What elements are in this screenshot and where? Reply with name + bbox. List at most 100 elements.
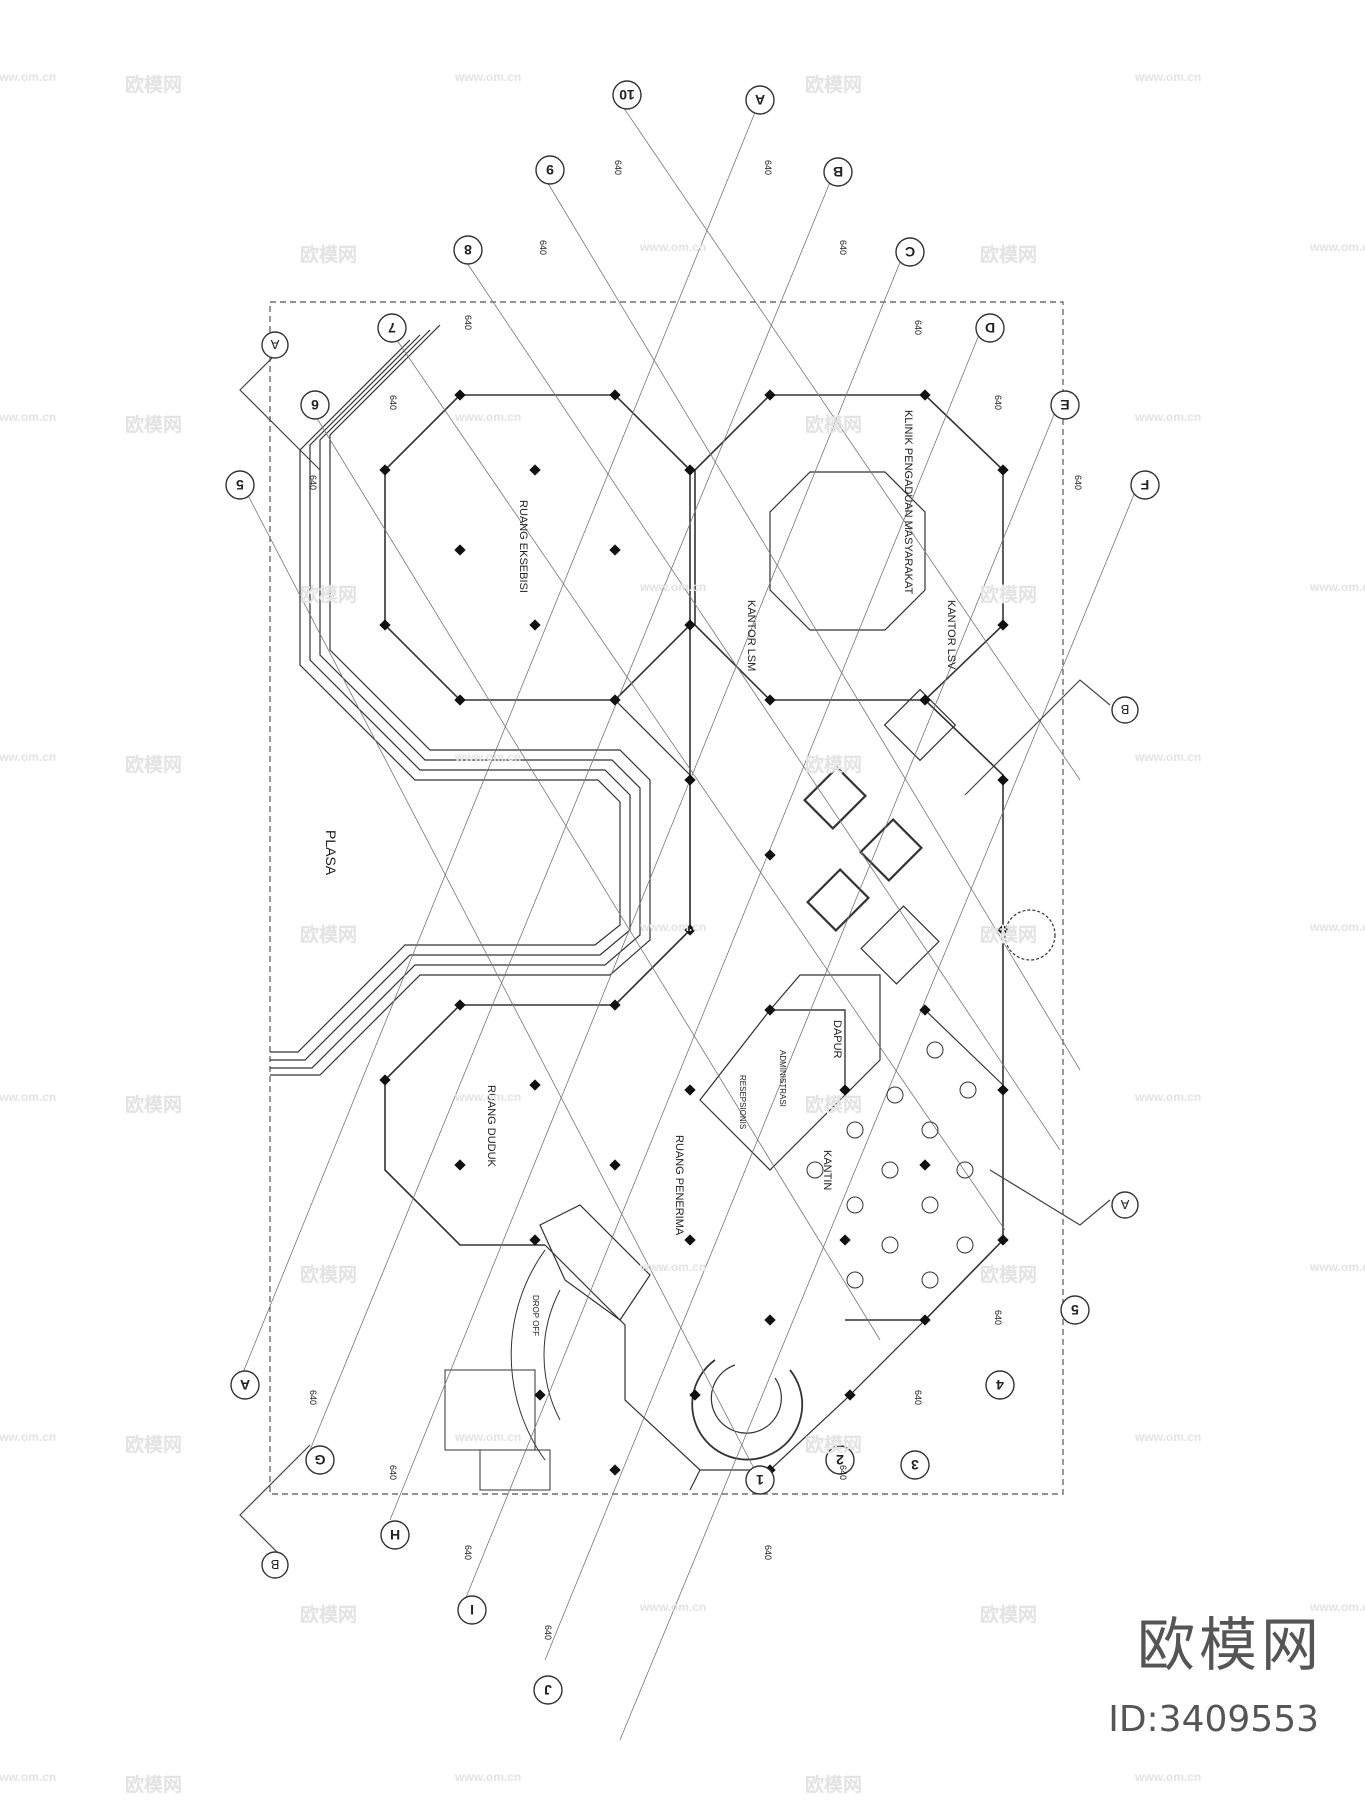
room-dapur: DAPUR <box>831 1020 843 1059</box>
watermark: 欧模网 <box>125 75 183 96</box>
dimension-label: 640 <box>763 1545 773 1560</box>
watermark: www.om.cn <box>0 1770 57 1784</box>
dimension-label: 640 <box>388 1465 398 1480</box>
grid-number-label: 9 <box>546 162 554 178</box>
room-klinik: KLINIK PENGADUAN MASYARAKAT <box>902 410 914 594</box>
watermark: 欧模网 <box>805 75 863 96</box>
grid-letter-bubble <box>533 1675 563 1705</box>
grid-letter-bubble <box>457 1595 487 1625</box>
grid-number-label: 1 <box>756 1472 764 1488</box>
grid-number-bubble <box>985 1370 1015 1400</box>
watermark: 欧模网 <box>980 1605 1038 1626</box>
dimension-label: 640 <box>538 240 548 255</box>
grid-letter-label: G <box>314 1452 325 1468</box>
watermark: 欧模网 <box>125 415 183 436</box>
room-ruang-duduk: RUANG DUDUK <box>485 1085 497 1168</box>
watermark: 欧模网 <box>805 415 863 436</box>
grid-number-bubble <box>535 155 565 185</box>
grid-number-bubble <box>825 1445 855 1475</box>
watermark: www.om.cn <box>1135 1770 1202 1784</box>
grid-number-label: 4 <box>996 1377 1004 1393</box>
grid-letter-label: C <box>905 244 915 260</box>
grid-number-label: 2 <box>836 1452 844 1468</box>
watermark: www.om.cn <box>0 70 57 84</box>
watermark: www.om.cn <box>640 240 707 254</box>
grid-number-bubble <box>745 1465 775 1495</box>
watermark: www.om.cn <box>640 1600 707 1614</box>
watermark: www.om.cn <box>1135 410 1202 424</box>
dimension-label: 640 <box>993 1310 1003 1325</box>
section-mark-label: B <box>1121 702 1130 717</box>
grid-number-bubble <box>300 390 330 420</box>
dimension-label: 640 <box>463 315 473 330</box>
grid-letter-bubble <box>1130 470 1160 500</box>
watermark: www.om.cn <box>0 750 57 764</box>
grid-letter-bubble <box>745 85 775 115</box>
dimension-label: 640 <box>1073 475 1083 490</box>
watermark: www.om.cn <box>0 1090 57 1104</box>
watermark: www.om.cn <box>455 1770 522 1784</box>
watermark: www.om.cn <box>0 410 57 424</box>
grid-number-label: 5 <box>1071 1302 1079 1318</box>
grid-number-bubble <box>225 470 255 500</box>
section-mark <box>261 331 289 359</box>
watermark: www.om.cn <box>1310 1260 1365 1274</box>
section-mark-label: A <box>270 337 279 352</box>
watermark: www.om.cn <box>1310 580 1365 594</box>
brand-id: ID:3409553 <box>1108 1699 1319 1740</box>
grid-letter-label: J <box>544 1682 552 1698</box>
section-mark <box>1111 1191 1139 1219</box>
grid-number-label: 3 <box>911 1457 919 1473</box>
dimension-label: 640 <box>613 160 623 175</box>
watermark: www.om.cn <box>455 750 522 764</box>
room-ruang-penerima: RUANG PENERIMA <box>673 1135 685 1236</box>
dimension-label: 640 <box>763 160 773 175</box>
grid-letter-label: A <box>755 92 765 108</box>
watermark: 欧模网 <box>980 925 1038 946</box>
dimension-label: 640 <box>913 320 923 335</box>
section-mark-label: B <box>271 1557 280 1572</box>
room-administrasi: ADMINISTRASI <box>778 1050 787 1107</box>
grid-letter-label: I <box>470 1602 474 1618</box>
room-kantin: KANTIN <box>821 1150 833 1190</box>
dimension-label: 640 <box>463 1545 473 1560</box>
watermark: www.om.cn <box>455 70 522 84</box>
watermark: www.om.cn <box>640 920 707 934</box>
dimension-label: 640 <box>838 240 848 255</box>
grid-number-label: 5 <box>236 477 244 493</box>
grid-letter-label: D <box>985 320 995 336</box>
grid-letter-bubble <box>230 1370 260 1400</box>
grid-number-label: 6 <box>311 397 319 413</box>
watermark: 欧模网 <box>980 585 1038 606</box>
watermark: www.om.cn <box>455 1430 522 1444</box>
watermark: 欧模网 <box>980 245 1038 266</box>
grid-letter-bubble <box>1050 390 1080 420</box>
grid-number-label: 10 <box>619 87 635 103</box>
grid-number-label: 7 <box>388 320 396 336</box>
watermark: 欧模网 <box>125 1775 183 1796</box>
watermark: www.om.cn <box>1135 750 1202 764</box>
grid-number-bubble <box>1060 1295 1090 1325</box>
watermark: www.om.cn <box>455 410 522 424</box>
watermark: www.om.cn <box>455 1090 522 1104</box>
dimension-label: 640 <box>543 1625 553 1640</box>
watermark: 欧模网 <box>125 1435 183 1456</box>
room-kantor-lsv: KANTOR LSV <box>945 600 957 670</box>
watermark: www.om.cn <box>1135 1430 1202 1444</box>
room-kantor-lsm: KANTOR LSM <box>745 600 757 671</box>
watermark: 欧模网 <box>300 245 358 266</box>
grid-letter-label: A <box>240 1377 250 1393</box>
watermark: 欧模网 <box>980 1265 1038 1286</box>
section-mark <box>1111 696 1139 724</box>
watermark: 欧模网 <box>300 1605 358 1626</box>
grid-letter-label: F <box>1140 477 1149 493</box>
dimension-label: 640 <box>993 395 1003 410</box>
watermark: www.om.cn <box>1135 1090 1202 1104</box>
grid-letter-label: E <box>1060 397 1069 413</box>
dimension-label: 640 <box>308 1390 318 1405</box>
watermark: www.om.cn <box>1135 70 1202 84</box>
dimension-label: 640 <box>388 395 398 410</box>
watermark: 欧模网 <box>300 585 358 606</box>
watermark: www.om.cn <box>640 1260 707 1274</box>
